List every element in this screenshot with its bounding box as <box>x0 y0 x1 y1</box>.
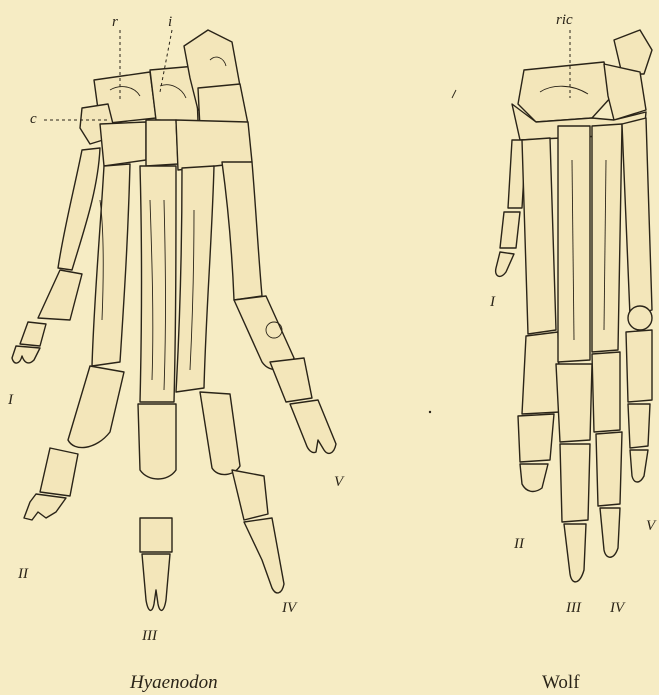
wolf-digit-II <box>518 138 560 491</box>
hyaenodon-digit-I <box>12 148 100 363</box>
hyaenodon-digit-label-II: II <box>17 566 29 582</box>
wolf-forefoot <box>496 30 652 582</box>
wolf-digit-I <box>496 140 526 276</box>
hyaenodon-digit-III <box>138 166 176 610</box>
wolf-digit-IV <box>592 124 622 557</box>
carpal-row-2a <box>100 122 146 166</box>
wolf-caption: Wolf <box>542 672 580 693</box>
carpal-row-2b <box>146 120 178 166</box>
hyaenodon-digit-label-IV: IV <box>281 600 298 616</box>
wolf-digit-label-V: V <box>646 518 657 534</box>
wolf-digit-label-II: II <box>513 536 525 552</box>
wolf-digit-III <box>556 126 592 582</box>
hyaenodon-forefoot <box>12 30 336 610</box>
label-intermedium: i <box>168 14 172 30</box>
hyaenodon-digit-label-III: III <box>141 628 158 644</box>
wolf-digit-label-IV: IV <box>609 600 626 616</box>
radial-intermedio-centrale-bone <box>518 62 612 122</box>
hyaenodon-digit-label-V: V <box>334 474 345 490</box>
hyaenodon-carpus <box>80 30 252 170</box>
wolf-ulnare-bone <box>604 64 646 120</box>
hyaenodon-caption: Hyaenodon <box>129 672 218 693</box>
wolf-digit-label-I: I <box>489 294 496 310</box>
label-radiale: r <box>112 14 118 30</box>
wolf-digit-label-III: III <box>565 600 582 616</box>
hyaenodon-digit-V <box>222 162 336 453</box>
label-centrale: c <box>30 111 37 127</box>
wolf-digit-V <box>622 118 652 482</box>
hyaenodon-digit-label-I: I <box>7 392 14 408</box>
label-fused-carpal: ric <box>556 12 573 28</box>
